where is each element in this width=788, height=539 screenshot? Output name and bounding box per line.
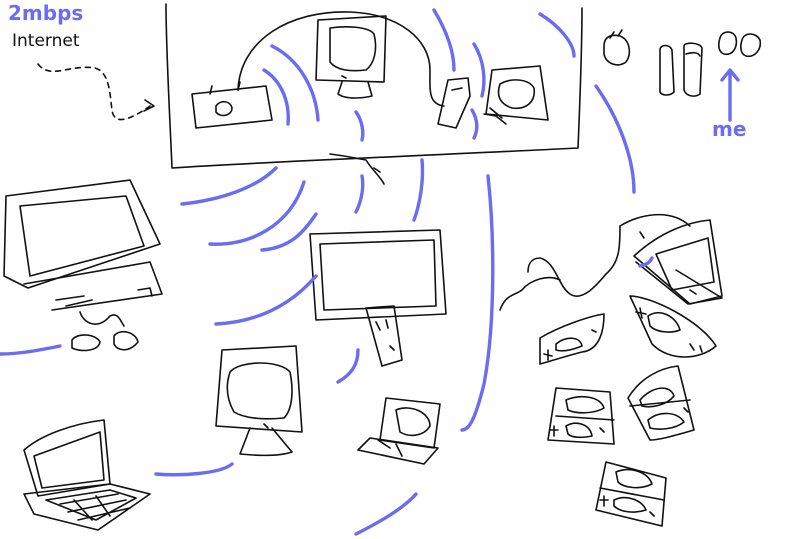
internet-label: Internet <box>12 31 80 51</box>
room-outline <box>165 3 583 169</box>
crt-monitor-icon <box>315 15 387 99</box>
people-group: me <box>603 29 762 141</box>
room-stand <box>329 153 385 185</box>
handheld-device-icon <box>539 313 605 365</box>
handheld-device-icon <box>437 77 471 129</box>
wifi-signal-waves <box>0 8 654 536</box>
me-label: me <box>712 117 746 141</box>
crt-monitor-icon <box>3 179 163 352</box>
person-face-icon <box>683 42 703 97</box>
handheld-device-icon <box>627 365 695 441</box>
cable-tick <box>639 231 645 239</box>
arrow-head-icon <box>143 99 155 112</box>
person-face-icon <box>740 33 762 58</box>
handheld-device-icon <box>629 295 717 358</box>
pointer-arrow-icon <box>720 68 740 122</box>
network-cable <box>499 213 691 311</box>
laptop-icon <box>633 219 723 305</box>
speed-label: 2mbps <box>8 1 83 25</box>
crt-monitor-icon <box>309 229 447 367</box>
router-icon <box>191 81 273 129</box>
crt-monitor-icon <box>483 65 549 125</box>
laptop-icon <box>23 419 151 531</box>
handheld-device-icon <box>595 461 667 527</box>
handheld-device-icon <box>547 387 615 445</box>
laptop-icon <box>357 397 441 465</box>
dashed-arrow-line <box>37 63 151 121</box>
internet-source: 2mbps Internet <box>8 1 155 121</box>
network-cable <box>237 11 445 107</box>
person-face-icon <box>718 31 738 56</box>
person-face-icon <box>603 29 631 66</box>
crt-monitor-icon <box>215 345 303 457</box>
person-face-icon <box>659 44 675 96</box>
